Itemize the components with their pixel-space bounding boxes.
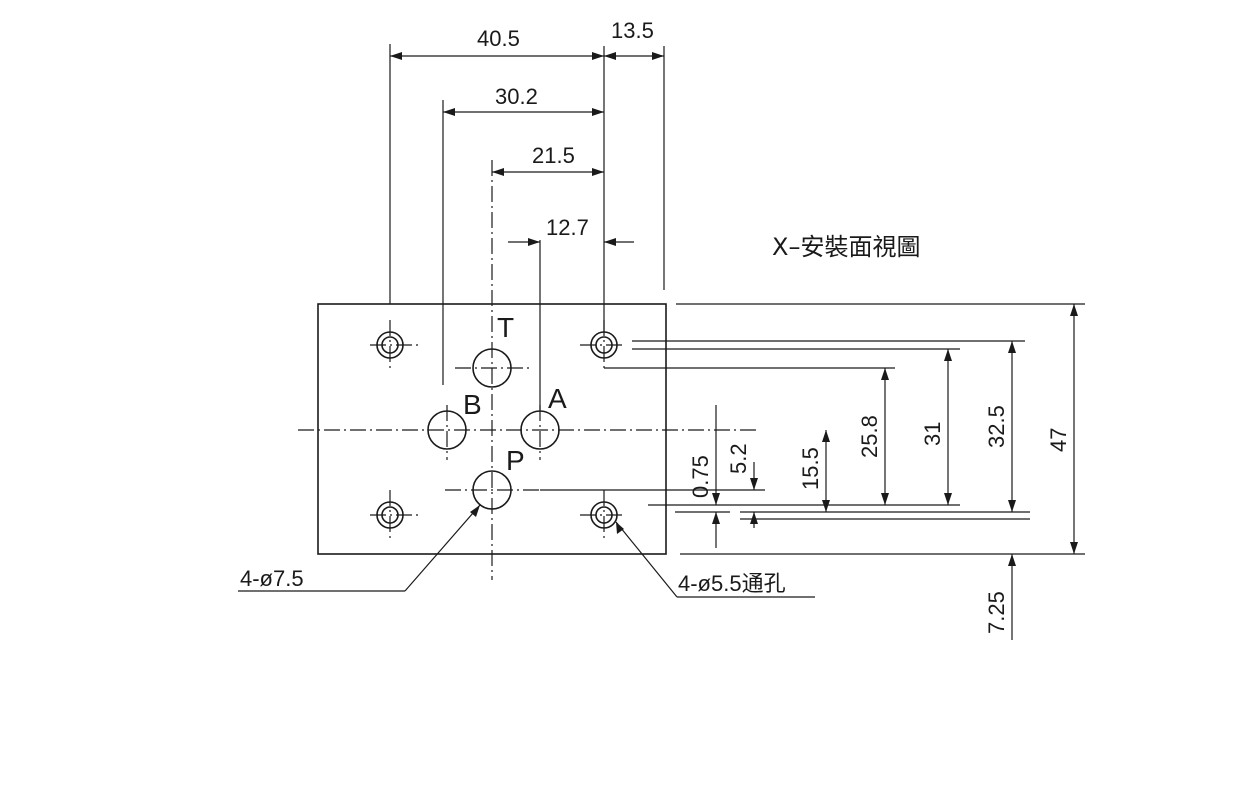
mounting-holes [376,331,618,529]
top-dimension-lines [390,52,664,246]
dim-25-8: 25.8 [857,415,882,458]
mounting-hole-bottom-left [376,501,404,529]
dim-0-75: 0.75 [688,455,713,498]
port-holes [427,348,560,510]
right-dimension-lines [712,304,1078,640]
port-a-hole [520,410,560,450]
right-extension-lines [540,303,1085,555]
port-label-b: B [463,389,482,420]
port-label-a: A [548,383,567,414]
port-label-p: P [506,445,525,476]
center-lines [298,160,760,580]
dim-32-5: 32.5 [984,405,1009,448]
top-extension-lines [389,44,665,410]
dim-30-2: 30.2 [495,84,538,109]
dim-13-5: 13.5 [611,18,654,43]
dim-31: 31 [920,422,945,446]
mounting-hole-bottom-right [590,501,618,529]
port-t-hole [472,348,512,388]
port-p-hole [472,470,512,510]
dim-15-5: 15.5 [798,447,823,490]
dim-12-7: 12.7 [546,215,589,240]
mounting-hole-top-left [376,331,404,359]
callout-mount-holes: 4-ø5.5通孔 [678,571,786,596]
port-b-hole [427,410,467,450]
dim-7-25: 7.25 [984,591,1009,634]
drawing-title: X–安裝面視圖 [772,233,920,261]
dim-40-5: 40.5 [477,26,520,51]
callout-leaders [238,504,815,598]
dim-47: 47 [1046,428,1071,452]
dim-5-2: 5.2 [726,443,751,474]
dim-21-5: 21.5 [532,143,575,168]
port-label-t: T [497,312,514,343]
callout-port-holes: 4-ø7.5 [240,566,304,591]
